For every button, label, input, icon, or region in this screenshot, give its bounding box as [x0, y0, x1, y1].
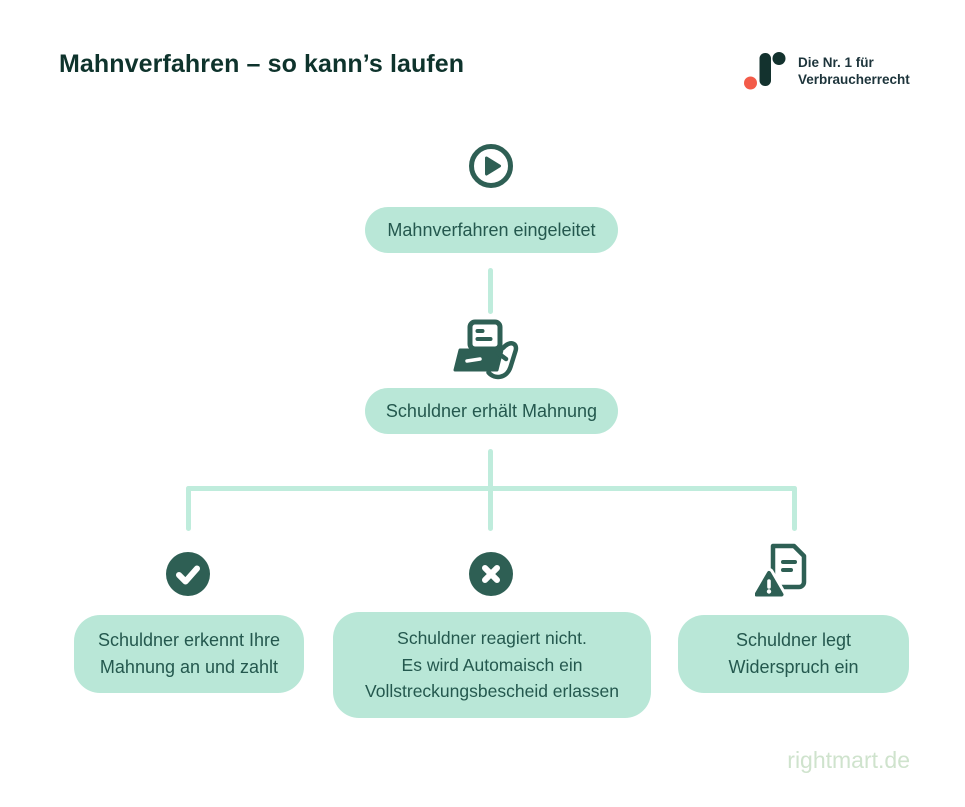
flow-node-step2: Schuldner erhält Mahnung: [365, 388, 618, 434]
connector-drop-middle: [488, 486, 493, 531]
brand-tagline: Die Nr. 1 für Verbraucherrecht: [798, 55, 910, 88]
brand-tagline-line1: Die Nr. 1 für: [798, 55, 874, 71]
connector-line: [488, 268, 493, 314]
connector-drop-left: [186, 486, 191, 531]
letter-in-hand-icon: [453, 319, 529, 388]
flow-node-branch-pays: Schuldner erkennt Ihre Mahnung an und za…: [74, 615, 304, 693]
brand-mark-icon: [742, 46, 788, 97]
document-warning-icon: [751, 541, 813, 606]
check-circle-icon: [166, 552, 210, 601]
page-title: Mahnverfahren – so kann’s laufen: [59, 50, 465, 78]
connector-line: [488, 449, 493, 489]
flow-node-branch-objection: Schuldner legt Widerspruch ein: [678, 615, 909, 693]
flow-node-branch-no-reaction: Schuldner reagiert nicht. Es wird Automa…: [333, 612, 651, 718]
brand-tagline-line2: Verbraucherrecht: [798, 71, 910, 87]
play-icon: [467, 142, 515, 195]
brand-logo: Die Nr. 1 für Verbraucherrecht: [742, 46, 910, 97]
watermark-url: rightmart.de: [787, 747, 910, 773]
flow-node-start: Mahnverfahren eingeleitet: [365, 207, 618, 253]
connector-drop-right: [792, 486, 797, 531]
x-circle-icon: [469, 552, 513, 601]
